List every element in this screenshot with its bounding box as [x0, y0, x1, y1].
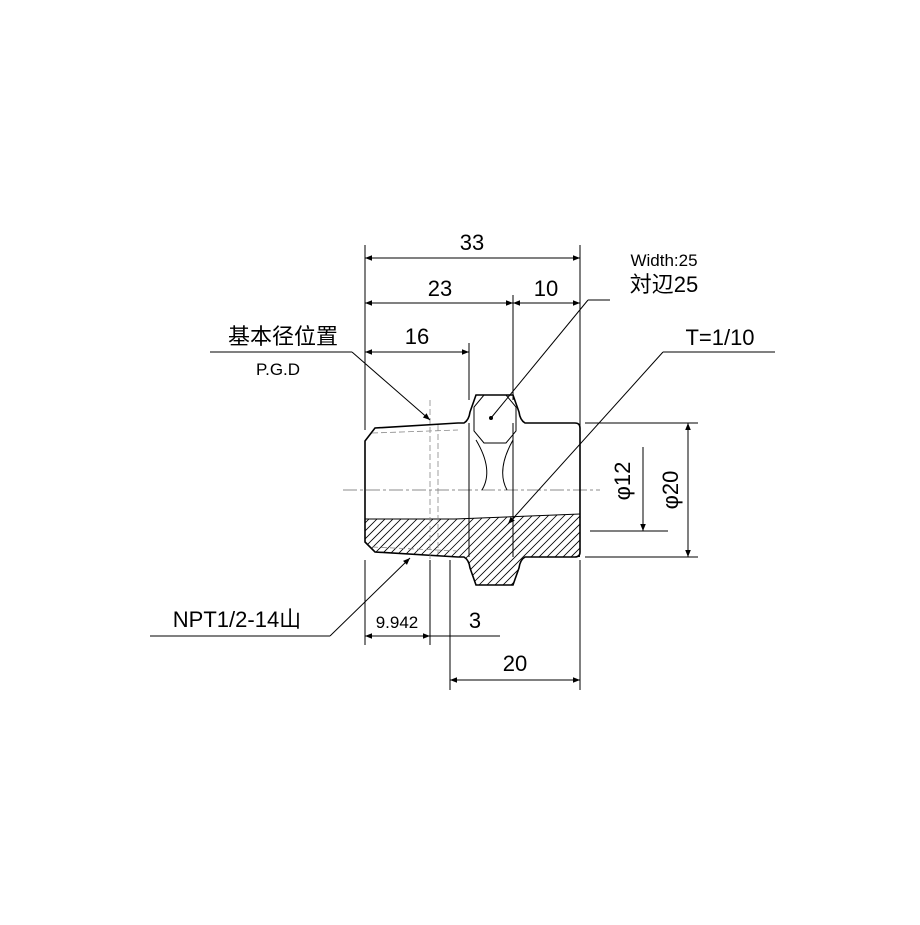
hatch-line	[365, 514, 431, 585]
hatch-line	[365, 514, 471, 585]
hatch-line	[519, 514, 580, 585]
hatch-line	[559, 514, 580, 585]
leader-taper	[507, 351, 664, 525]
hatch-line	[248, 490, 358, 600]
leader-npt	[329, 557, 411, 637]
annotation-pgd-jp: 基本径位置	[228, 324, 338, 349]
hatch-line	[463, 514, 575, 585]
hatch-line	[543, 514, 580, 585]
dim-text-body-length: 20	[503, 651, 527, 676]
hatch-line	[208, 490, 318, 600]
hatch-line	[365, 514, 447, 585]
hatch-line	[479, 514, 580, 585]
hatch-line	[383, 514, 495, 585]
hatch-line	[365, 514, 415, 585]
hatch-line	[600, 490, 710, 600]
hatch-line	[592, 490, 702, 600]
hatch-line	[216, 490, 326, 600]
hatch-line	[415, 514, 527, 585]
dim-text-overall: 33	[460, 230, 484, 255]
dimension-lines	[365, 255, 691, 683]
dim-text-inner-diameter: φ12	[610, 462, 635, 501]
hatch-line	[365, 514, 455, 585]
dim-text-pgd-distance: 16	[405, 324, 429, 349]
leader-lines	[150, 299, 775, 637]
hatch-line	[551, 514, 580, 585]
hatch-line	[447, 514, 559, 585]
hatch-line	[391, 514, 503, 585]
hatch-line	[431, 514, 543, 585]
hatch-line	[365, 514, 367, 585]
hatch-line	[632, 490, 742, 600]
hatch-line	[680, 490, 790, 600]
hatch-line	[503, 514, 580, 585]
leader-hex-width	[490, 299, 589, 419]
part-outline	[364, 394, 581, 586]
annotation-hex-width-jp: 対辺25	[630, 272, 698, 297]
hatch-line	[455, 514, 567, 585]
hatch-line	[688, 490, 798, 600]
hatch-line	[471, 514, 580, 585]
hatch-line	[365, 514, 439, 585]
dim-text-outer-diameter: φ20	[658, 471, 683, 510]
hatch-line	[365, 514, 407, 585]
hatch-line	[640, 490, 750, 600]
hatch-line	[200, 490, 310, 600]
annotation-taper: T=1/10	[685, 325, 754, 350]
hatch-line	[365, 514, 391, 585]
dim-text-engagement: 9.942	[376, 613, 419, 632]
hatch-line	[365, 514, 375, 585]
hatch-line	[407, 514, 519, 585]
hatch-line	[232, 490, 342, 600]
annotation-pgd-en: P.G.D	[256, 360, 300, 379]
dim-text-thread-gap: 3	[469, 608, 481, 633]
hatch-line	[224, 490, 334, 600]
hatch-line	[511, 514, 580, 585]
hatch-line	[439, 514, 551, 585]
hatch-line	[487, 514, 580, 585]
dim-text-thread-section: 23	[428, 276, 452, 301]
section-hatch	[200, 490, 806, 600]
hatch-line	[696, 490, 806, 600]
hatch-line	[535, 514, 580, 585]
hatch-line	[365, 514, 399, 585]
leader-pgd	[351, 351, 431, 421]
hatch-line	[240, 490, 350, 600]
hatch-line	[527, 514, 580, 585]
hatch-line	[399, 514, 511, 585]
annotation-thread-spec: NPT1/2-14山	[173, 607, 301, 632]
dim-text-hex-section: 10	[534, 276, 558, 301]
annotation-hex-width-en: Width:25	[630, 251, 697, 270]
hatch-line	[423, 514, 535, 585]
